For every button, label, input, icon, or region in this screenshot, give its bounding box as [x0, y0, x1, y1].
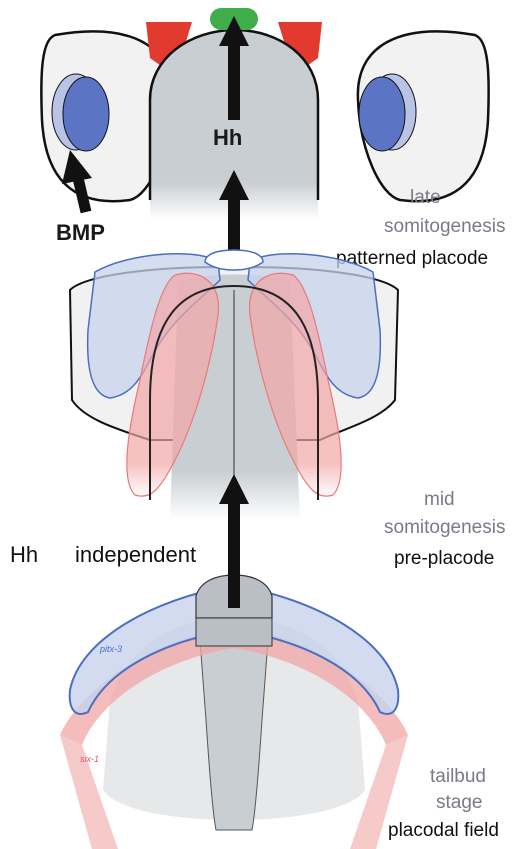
mid-stage-line1: mid [424, 489, 455, 510]
arrow-shaft-5 [228, 574, 240, 608]
six1-gene-label: six-1 [80, 754, 99, 764]
mid-stage-name: pre-placode [394, 548, 494, 569]
tailbud-stage-line1: tailbud [430, 766, 486, 787]
hh-independent-prefix: Hh [10, 542, 38, 567]
bmp-label: BMP [56, 220, 105, 245]
tailbud-stage-schematic: pitx-3 six-1 [60, 574, 408, 849]
hh-label: Hh [213, 125, 242, 150]
hh-arrow-shaft [228, 40, 240, 120]
tailbud-floorplate [196, 618, 272, 646]
hh-independent-suffix: independent [75, 542, 196, 567]
tailbud-stage-name: placodal field [388, 820, 499, 841]
bmp-arrow-shaft [78, 178, 86, 212]
late-stage-line1: late [410, 187, 441, 208]
mid-blue-center [205, 250, 263, 270]
mid-stage-line2: somitogenesis [384, 517, 505, 538]
late-stage-schematic: Hh BMP [41, 8, 488, 245]
pitx3-gene-label: pitx-3 [99, 644, 122, 654]
right-lens [359, 77, 405, 151]
tailbud-stage-line2: stage [436, 792, 482, 813]
late-stage-line2: somitogenesis [384, 216, 505, 237]
left-lens [63, 77, 109, 151]
